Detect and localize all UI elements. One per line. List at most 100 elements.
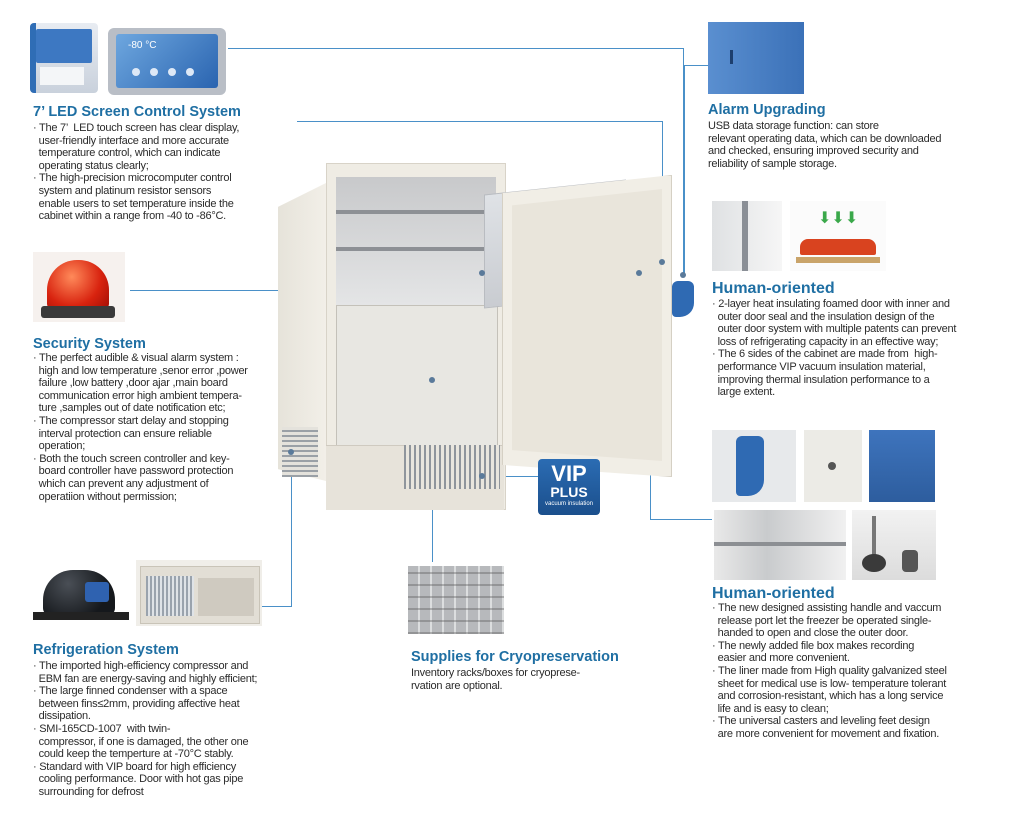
connector-alarm-h <box>684 65 708 66</box>
refrigeration-line: cooling performance. Door with hot gas p… <box>33 773 244 786</box>
refrigeration-line: could keep the temperture at -70°C stabl… <box>33 748 234 761</box>
connector-human2-h <box>650 519 712 520</box>
alarm-line: relevant operating data, which can be do… <box>708 132 942 145</box>
supplies-list: Inventory racks/boxes for cryoprese-rvat… <box>411 667 580 692</box>
human1-line: large extent. <box>712 386 776 399</box>
plus-text: PLUS <box>550 484 588 500</box>
human1-line: improving thermal insulation performance… <box>712 373 930 386</box>
security-line: · Both the touch screen controller and k… <box>33 452 230 465</box>
connector-led-v <box>683 48 684 276</box>
security-line: operatiion without permission; <box>33 490 177 503</box>
led-title: 7’ LED Screen Control System <box>33 104 241 120</box>
vip-text: VIP <box>551 461 587 486</box>
marker-seal <box>636 270 642 276</box>
freezer-illustration <box>276 155 696 525</box>
alarm-line: USB data storage function: can store <box>708 120 879 132</box>
vacuum-port-photo <box>804 430 862 502</box>
file-box-photo <box>869 430 935 502</box>
marker-grille <box>288 449 294 455</box>
human1-line: outer door seal and the insulation desig… <box>712 310 935 323</box>
human2-line: and corrosion-resistant, which has a lon… <box>712 690 944 703</box>
condenser-photo <box>136 560 262 626</box>
refrigeration-line: · The large finned condenser with a spac… <box>33 685 228 698</box>
human2-line: easier and more convenient. <box>712 652 850 665</box>
connector-refrig-h <box>262 606 292 607</box>
human2-line: · The liner made from High quality galva… <box>712 664 947 677</box>
refrigeration-line: EBM fan are energy-saving and highly eff… <box>33 672 258 685</box>
human2-line: release port let the freezer be operated… <box>712 614 932 627</box>
connector-vip-h <box>483 476 543 477</box>
security-line: communication error high ambient tempera… <box>33 389 242 402</box>
refrigeration-line: · Standard with VIP board for high effic… <box>33 760 236 773</box>
led-line: · The 7’ LED touch screen has clear disp… <box>33 122 240 134</box>
liner-photo <box>714 510 846 580</box>
refrigeration-list: · The imported high-efficiency compresso… <box>33 660 257 799</box>
human2-title: Human-oriented <box>712 585 835 602</box>
connector-refrig-v <box>291 452 292 607</box>
connector-security-h <box>130 290 317 291</box>
vacuum-text: vacuum insulation <box>544 501 594 507</box>
human2-line: are more convenient for movement and fix… <box>712 727 940 740</box>
alarm-title: Alarm Upgrading <box>708 102 826 118</box>
human1-line: · The 6 sides of the cabinet are made fr… <box>712 348 938 361</box>
security-line: interval protection can ensure reliable <box>33 427 212 440</box>
led-line: temperature control, which can indicate <box>33 147 221 160</box>
human1-line: outer door system with multiple patents … <box>712 323 957 336</box>
security-line: high and low temperature ,senor error ,p… <box>33 364 248 377</box>
refrigeration-line: · The imported high-efficiency compresso… <box>33 660 249 672</box>
led-line: system and platinum resistor sensors <box>33 184 212 197</box>
connector-alarm-v <box>684 65 685 275</box>
refrigeration-title: Refrigeration System <box>33 642 179 658</box>
heat-seal-photo: ⬇⬇⬇ <box>790 201 886 271</box>
human2-line: · The universal casters and leveling fee… <box>712 715 930 728</box>
vip-plus-badge: VIP PLUS vacuum insulation <box>538 459 600 515</box>
refrigeration-line: surrounding for defrost <box>33 785 144 798</box>
human2-line: life and is easy to clean; <box>712 702 829 715</box>
security-line: board controller have password protectio… <box>33 465 234 478</box>
supplies-line: Inventory racks/boxes for cryoprese- <box>411 667 580 679</box>
security-line: which can prevent any adjustment of <box>33 477 209 490</box>
refrigeration-line: compressor, if one is damaged, the other… <box>33 735 249 748</box>
alarm-lamp-photo <box>33 252 125 322</box>
supplies-title: Supplies for Cryopreservation <box>411 649 619 665</box>
controller-photo <box>30 23 98 93</box>
marker-alarm <box>680 272 686 278</box>
touchscreen-photo: -80 °C <box>108 28 226 95</box>
human1-line: performance VIP vacuum insulation materi… <box>712 360 926 373</box>
human1-line: · 2-layer heat insulating foamed door wi… <box>712 298 950 310</box>
human2-line: sheet for medical use is low- temperatur… <box>712 677 947 690</box>
security-line: failure ,low battery ,door ajar ,main bo… <box>33 377 228 390</box>
alarm-line: reliability of sample storage. <box>708 157 837 170</box>
marker-door <box>479 270 485 276</box>
front-grille <box>404 445 500 489</box>
led-line: operating status clearly; <box>33 159 149 172</box>
human2-line: handed to open and close the outer door. <box>712 627 909 640</box>
racks-photo <box>408 566 504 634</box>
led-list: · The 7’ LED touch screen has clear disp… <box>33 122 239 223</box>
led-line: · The high-precision microcomputer contr… <box>33 172 232 185</box>
human1-list: · 2-layer heat insulating foamed door wi… <box>712 298 956 399</box>
lcd-reading: -80 °C <box>128 40 157 51</box>
handle-photo <box>712 430 796 502</box>
led-line: cabinet within a range from -40 to -86°C… <box>33 210 227 223</box>
human2-line: · The newly added file box makes recordi… <box>712 639 915 652</box>
alarm-line: and checked, ensuring improved security … <box>708 145 919 158</box>
refrigeration-line: dissipation. <box>33 710 91 723</box>
human2-line: · The new designed assisting handle and … <box>712 602 942 614</box>
refrigeration-line: · SMI-165CD-1007 with twin- <box>33 722 171 735</box>
compressor-photo <box>33 562 133 624</box>
door-seal-photo <box>712 201 782 271</box>
marker-control <box>659 259 665 265</box>
door-handle <box>672 281 694 317</box>
security-line: · The perfect audible & visual alarm sys… <box>33 352 239 364</box>
marker-chamber <box>429 377 435 383</box>
security-title: Security System <box>33 336 146 352</box>
usb-door-photo <box>708 22 804 94</box>
human1-title: Human-oriented <box>712 280 835 297</box>
marker-base <box>479 473 485 479</box>
security-list: · The perfect audible & visual alarm sys… <box>33 352 248 503</box>
led-line: enable users to set temperature inside t… <box>33 197 234 210</box>
connector-led-h <box>228 48 684 49</box>
security-line: operation; <box>33 440 86 453</box>
